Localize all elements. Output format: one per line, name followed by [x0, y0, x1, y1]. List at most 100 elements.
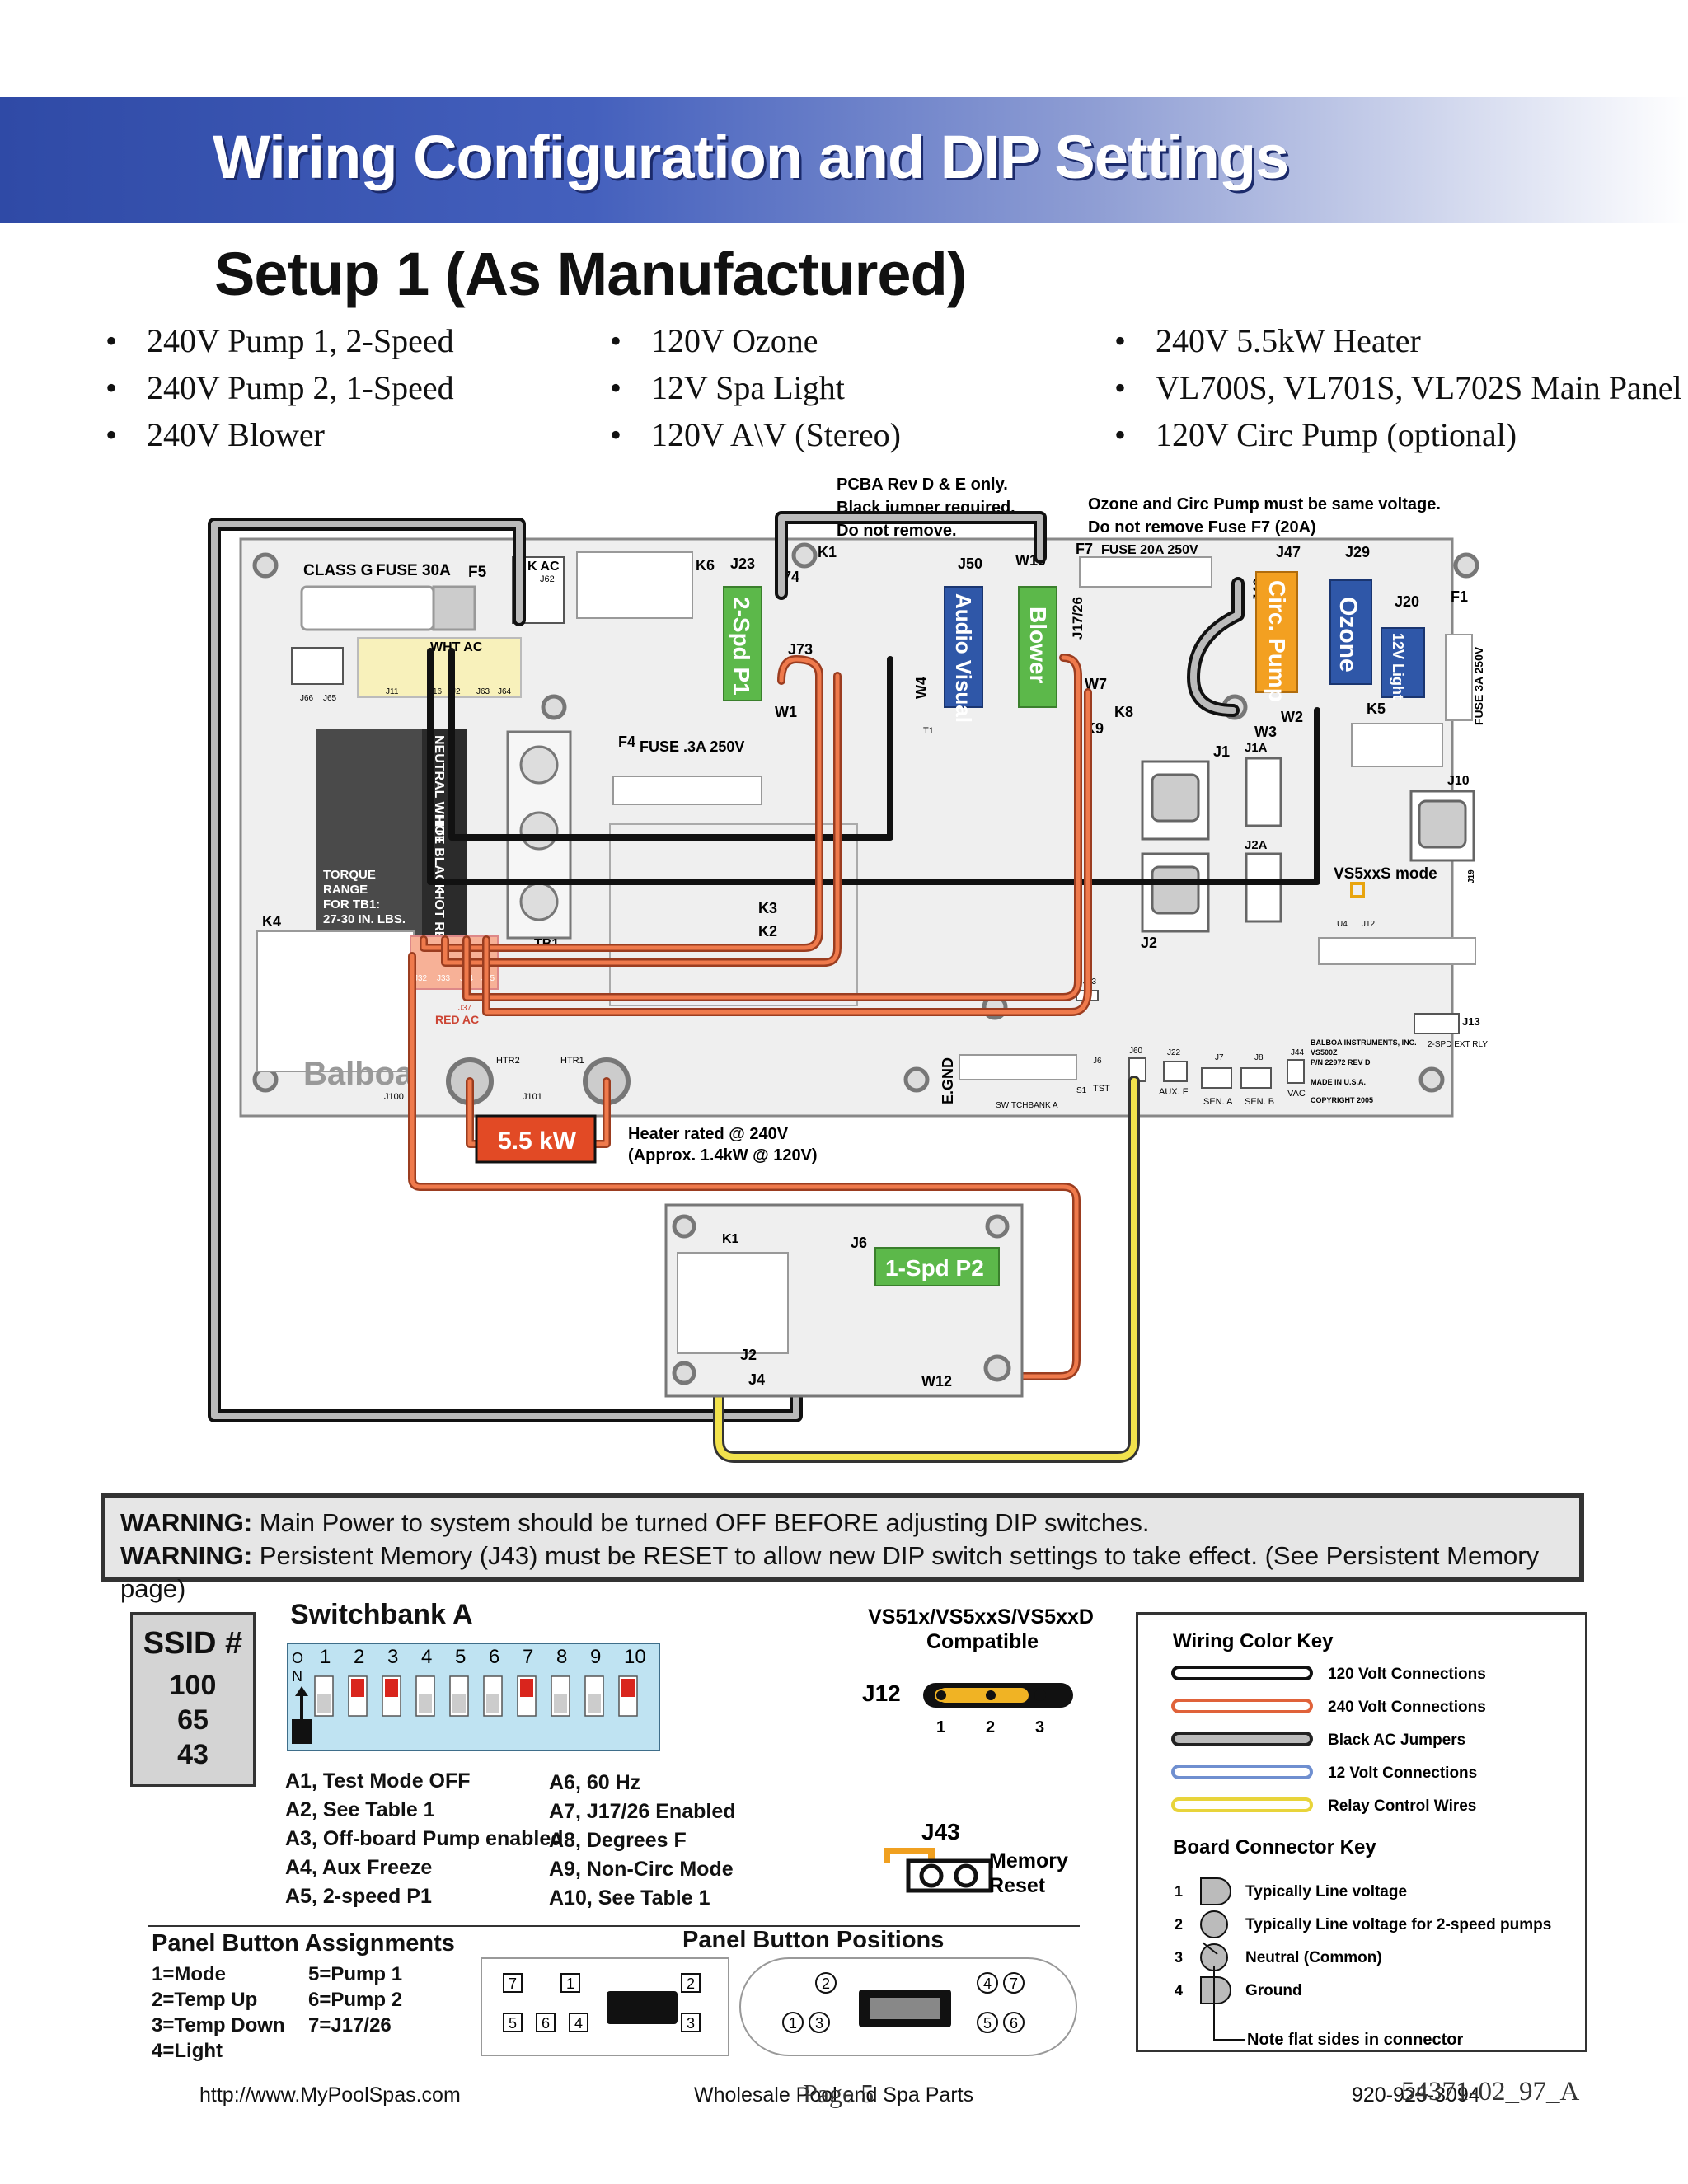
- switchbank-board-label: SWITCHBANK A: [996, 1101, 1058, 1110]
- panel-positions-title: Panel Button Positions: [682, 1927, 945, 1953]
- j65-label: J65: [323, 694, 337, 703]
- panel-button: [1003, 1972, 1025, 1994]
- red-ac-label: RED AC: [435, 1013, 479, 1026]
- dip-switch-on-toggle: [351, 1679, 364, 1697]
- w4-label: W4: [913, 677, 930, 699]
- dip-desc: A4, Aux Freeze: [285, 1856, 433, 1879]
- w1-label: W1: [775, 704, 797, 720]
- f7-label: F7: [1076, 541, 1093, 557]
- panel-assign-right: 5=Pump 1 6=Pump 2 7=J17/26: [308, 1961, 402, 2038]
- warning-label: WARNING:: [120, 1541, 253, 1570]
- dip-desc: A1, Test Mode OFF: [285, 1769, 471, 1793]
- panel-button: [569, 2013, 588, 2032]
- fuse20-label: FUSE 20A 250V: [1101, 543, 1198, 557]
- fuse-3a-label: FUSE .3A 250V: [640, 738, 744, 755]
- ssid-title: SSID #: [143, 1626, 243, 1661]
- torque-line: FOR TB1:: [323, 898, 380, 912]
- dip-number: 1: [320, 1646, 331, 1668]
- aux-f-label: AUX. F: [1159, 1087, 1189, 1097]
- jumper-diagrams: VS51x/VS5xxS/VS5xxD Compatible J12 1 2 3…: [862, 1605, 1094, 1897]
- dip-number: 5: [455, 1646, 466, 1668]
- j2-jack-label: J2: [1141, 935, 1157, 951]
- connector-number: 4: [1175, 1982, 1183, 1999]
- switchbank-title: Switchbank A: [290, 1599, 473, 1630]
- j12-title-1: VS51x/VS5xxS/VS5xxD: [868, 1605, 1094, 1629]
- k6-label: K6: [696, 557, 715, 574]
- aux-k1-label: K1: [722, 1232, 739, 1246]
- panel-assign-item: 2=Temp Up: [152, 1989, 258, 2011]
- j12-pin: 2: [986, 1718, 995, 1736]
- modular-jacks: [1141, 757, 1475, 933]
- f5-label: F5: [468, 564, 487, 581]
- k1-label: K1: [818, 544, 837, 560]
- k5-label: K5: [1367, 701, 1386, 717]
- dip-number: 2: [354, 1646, 364, 1668]
- feature-item: 240V Blower: [106, 411, 454, 458]
- ozone-box: [1329, 579, 1372, 685]
- panel-button-label: 6: [1010, 2015, 1018, 2032]
- feature-item: 120V Ozone: [610, 317, 901, 364]
- dip-number: 7: [523, 1646, 533, 1668]
- j12-label: J12: [862, 1680, 901, 1706]
- panel-button: [681, 2013, 701, 2032]
- f1-label: F1: [1451, 588, 1468, 605]
- feature-item: 240V Pump 1, 2-Speed: [106, 317, 454, 364]
- dip-desc: A5, 2-speed P1: [285, 1885, 432, 1908]
- warning-label: WARNING:: [120, 1508, 253, 1537]
- wire-swatch: [1171, 1732, 1313, 1746]
- j16-label: J16: [429, 687, 443, 696]
- connector-label: Neutral (Common): [1245, 1949, 1382, 1966]
- av-label: Audio Visual: [951, 593, 976, 723]
- j12-board-label: J12: [1362, 920, 1376, 929]
- banner-title: Wiring Configuration and DIP Settings: [213, 123, 1289, 191]
- dip-desc: A3, Off-board Pump enabled: [285, 1827, 564, 1850]
- wire-key-label: 240 Volt Connections: [1328, 1699, 1486, 1716]
- f4-label: F4: [618, 733, 635, 750]
- dip-number: 8: [556, 1646, 567, 1668]
- feature-list-2: 120V Ozone 12V Spa Light 120V A\V (Stere…: [610, 317, 901, 458]
- j29-label: J29: [1345, 544, 1370, 560]
- pcba-note-1: PCBA Rev D & E only.: [837, 476, 1008, 494]
- panel-button: [503, 2013, 523, 2032]
- dip-number: 6: [489, 1646, 499, 1668]
- blower-label: Blower: [1025, 607, 1051, 683]
- connector-pin: [1200, 1877, 1231, 1905]
- panel-button-label: 7: [1010, 1975, 1018, 1992]
- dip-number: 4: [421, 1646, 432, 1668]
- aux-j6-label: J6: [851, 1235, 867, 1251]
- j43-desc-1: Memory: [989, 1849, 1068, 1872]
- panel-button-label: 3: [687, 2015, 695, 2032]
- heater-label: 5.5 kW: [498, 1127, 577, 1155]
- j20-label: J20: [1395, 593, 1419, 610]
- panel-button: [536, 2013, 556, 2032]
- panel-button-label: 6: [542, 2015, 550, 2032]
- k-ac-label: K AC: [528, 560, 560, 574]
- j101-label: J101: [523, 1092, 542, 1102]
- j10-label: J10: [1447, 774, 1470, 788]
- panel-assign-item: 1=Mode: [152, 1963, 227, 1985]
- dip-desc-right: A6, 60 Hz A7, J17/26 Enabled A8, Degrees…: [549, 1769, 736, 1913]
- connector-number: 2: [1175, 1916, 1183, 1933]
- warning-text: Persistent Memory (J43) must be RESET to…: [120, 1541, 1540, 1603]
- balboa-logo: Balboa: [303, 1056, 414, 1092]
- panel-button: [809, 2012, 830, 2033]
- panel-button: [815, 1972, 837, 1994]
- dip-desc: A6, 60 Hz: [549, 1771, 641, 1794]
- wire-key-label: Black AC Jumpers: [1328, 1732, 1465, 1749]
- dip-number: 3: [387, 1646, 398, 1668]
- warning-text: Main Power to system should be turned OF…: [252, 1508, 1150, 1537]
- j12-pin: 3: [1035, 1718, 1044, 1736]
- j100-label: J100: [384, 1092, 404, 1102]
- wht-ac-label: WHT AC: [430, 640, 483, 654]
- panel-assign-title: Panel Button Assignments: [152, 1930, 455, 1957]
- feature-item: 12V Spa Light: [610, 364, 901, 411]
- footer-url[interactable]: http://www.MyPoolSpas.com: [199, 2083, 461, 2107]
- footer-phone: 920-925-3094: [1352, 2083, 1480, 2107]
- feature-item: 240V Pump 2, 1-Speed: [106, 364, 454, 411]
- spd-ext-label: 2-SPD EXT RLY: [1428, 1040, 1488, 1049]
- j23-label: J23: [730, 555, 755, 572]
- p1-box: [723, 586, 762, 701]
- k3-label: K3: [758, 900, 777, 916]
